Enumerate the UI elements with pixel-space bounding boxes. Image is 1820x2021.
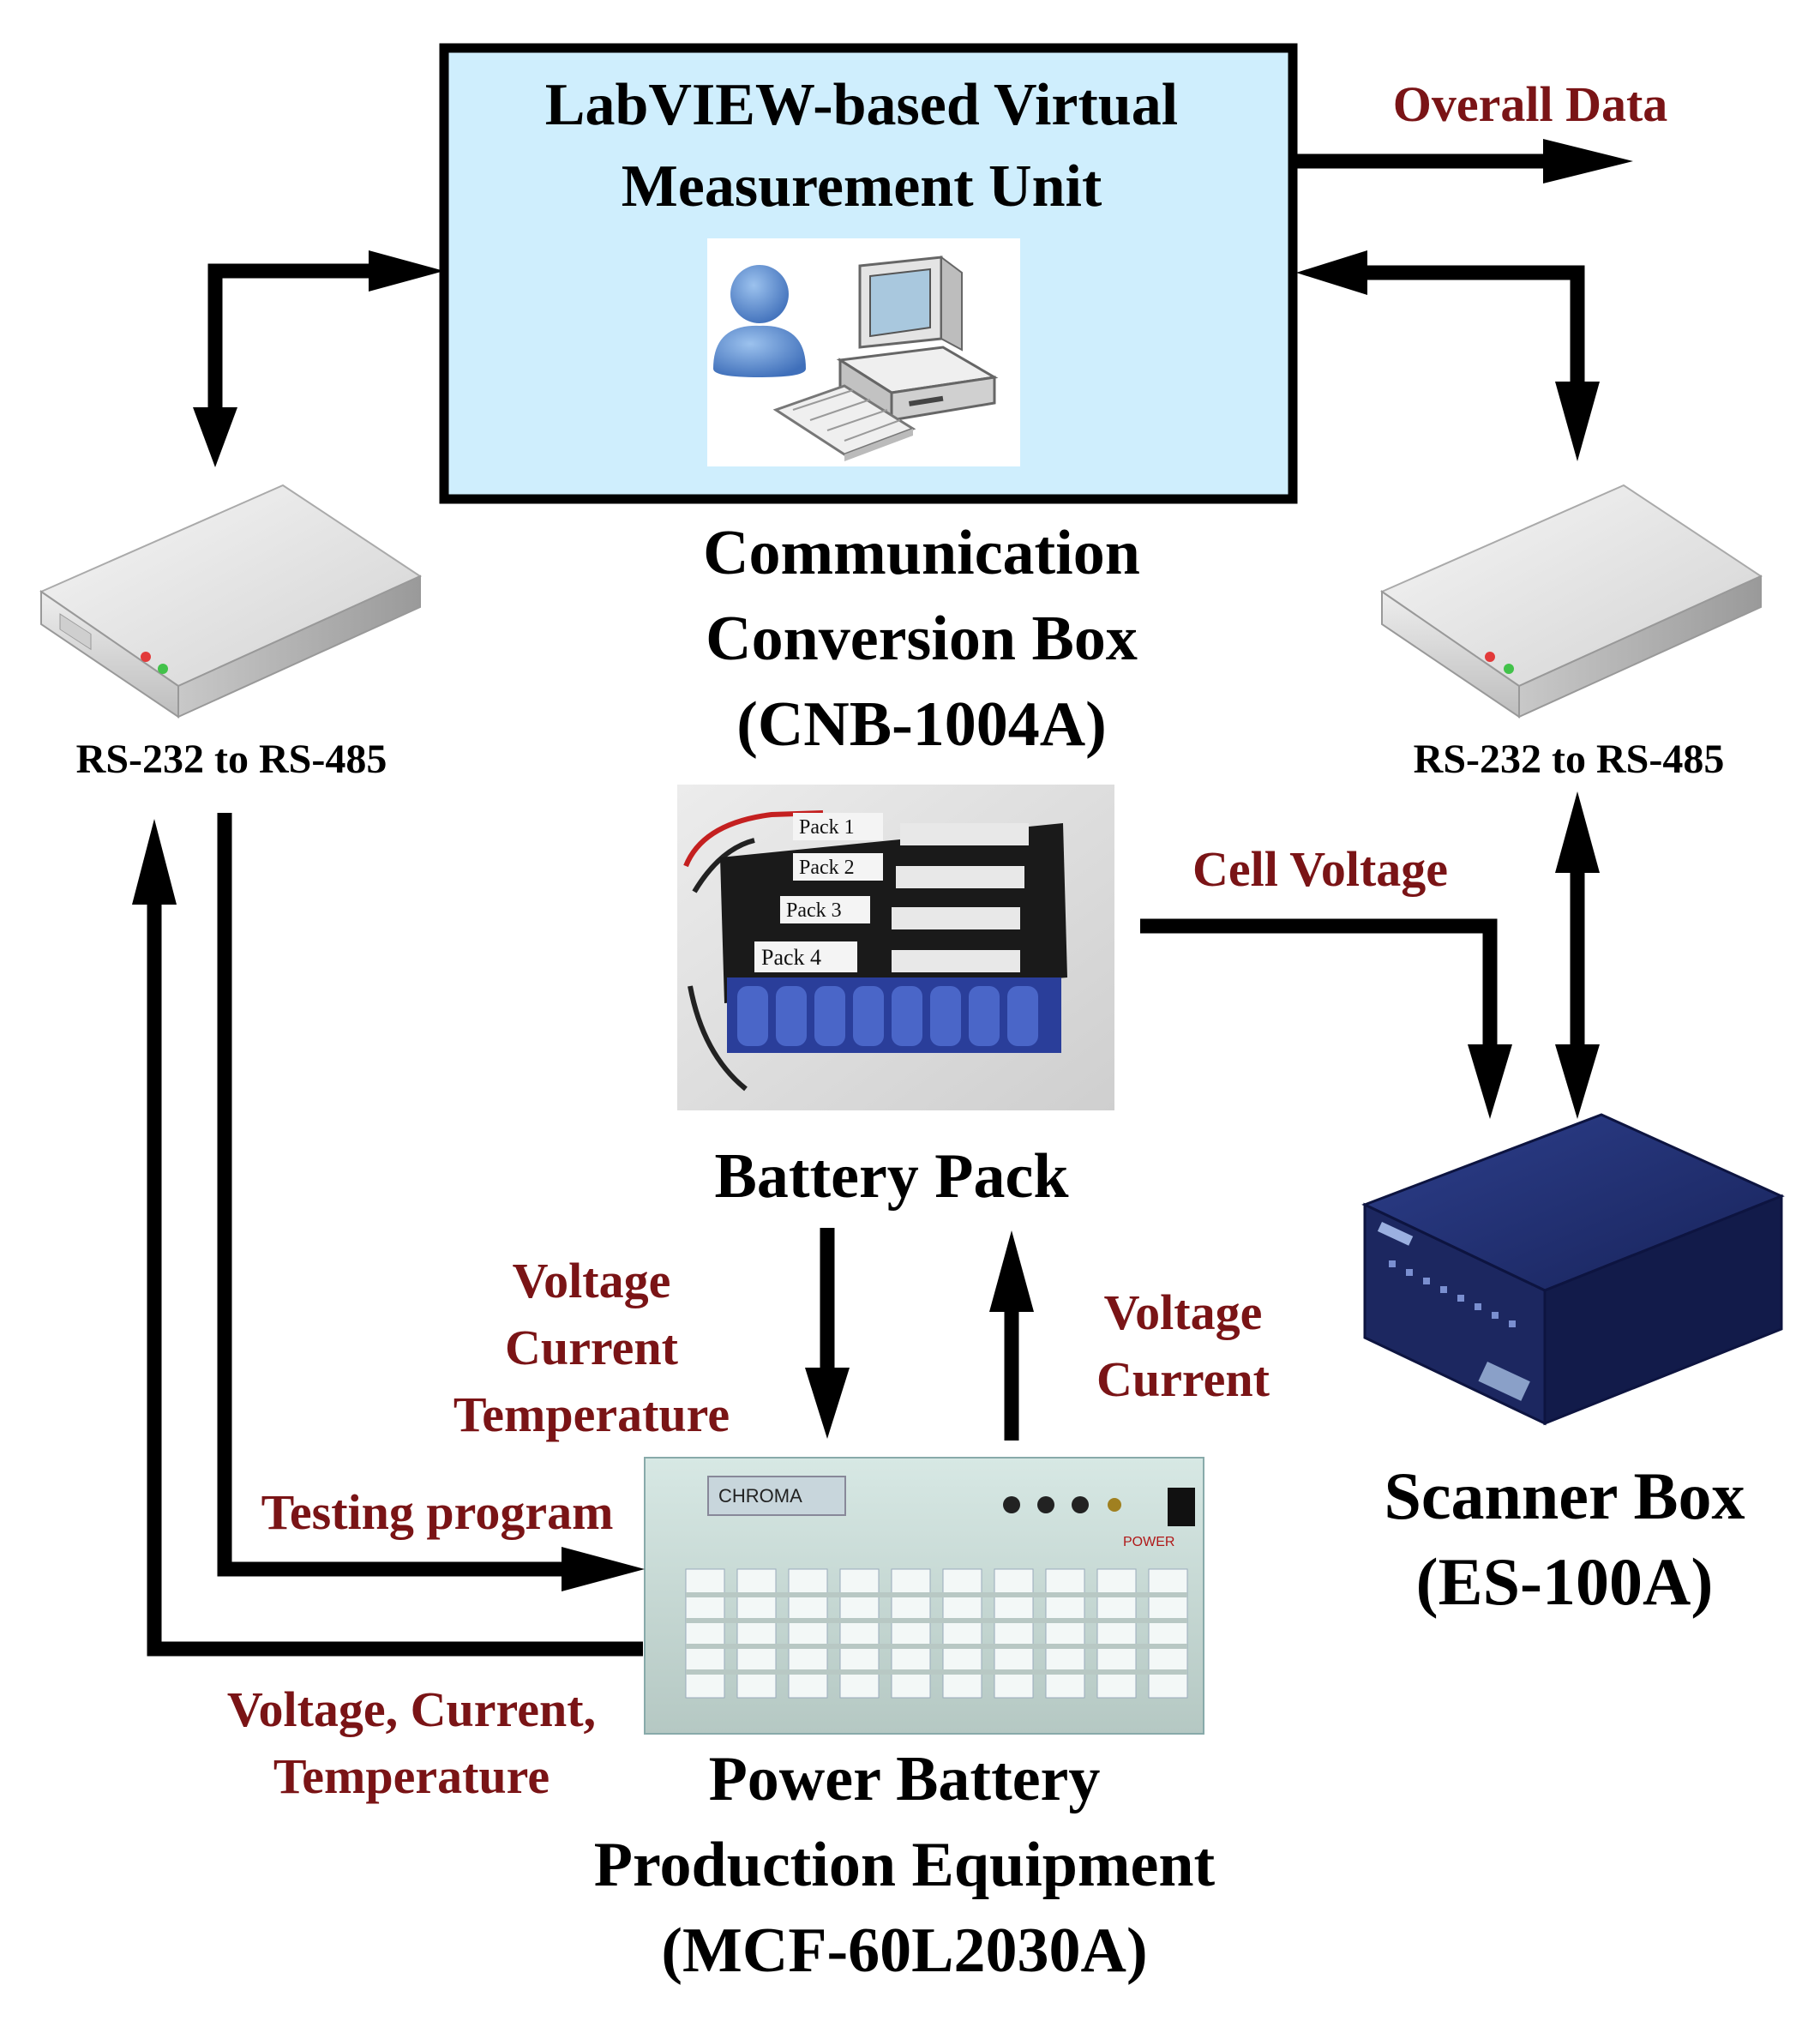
battery-pack-title: Battery Pack (714, 1141, 1069, 1212)
labview-title-line2: Measurement Unit (621, 153, 1102, 220)
pack-label-4: Pack 4 (754, 941, 857, 972)
svg-text:Pack 1: Pack 1 (799, 816, 855, 839)
comm-box-title: Communication Conversion Box (CNB-1004A) (600, 510, 1243, 767)
power-equipment-line1: Power Battery (708, 1744, 1101, 1814)
labview-unit-title: LabVIEW-based Virtual Measurement Unit (446, 64, 1277, 227)
labview-title-line1: LabVIEW-based Virtual (544, 72, 1179, 138)
feedback-line2: Temperature (273, 1748, 550, 1804)
comm-box-line3: (CNB-1004A) (736, 689, 1107, 760)
overall-data-label: Overall Data (1392, 76, 1668, 132)
labview-unit-box (439, 43, 1298, 504)
svg-text:Pack 3: Pack 3 (786, 899, 842, 922)
user-icon (713, 265, 806, 377)
svg-text:CHROMA: CHROMA (718, 1485, 802, 1507)
svg-text:Pack 4: Pack 4 (761, 945, 821, 970)
power-equipment-title: Power Battery Production Equipment (MCF-… (532, 1736, 1277, 1994)
up-flow-line2: Current (1096, 1351, 1270, 1407)
converter-left-device (39, 484, 423, 719)
battery-pack-photo: Pack 1 Pack 2 Pack 3 Pack 4 (677, 785, 1114, 1110)
testing-program-label: Testing program (261, 1484, 614, 1540)
arrow-lines (147, 153, 1585, 1657)
svg-text:POWER: POWER (1123, 1535, 1174, 1549)
pack-label-1: Pack 1 (793, 813, 883, 840)
down-flow-label: Voltage Current Temperature (403, 1248, 780, 1448)
converter-left-label: RS-232 to RS-485 (75, 737, 387, 782)
comm-box-line1: Communication (703, 518, 1140, 588)
down-flow-line2: Current (505, 1320, 678, 1375)
converter-right-device (1379, 484, 1763, 719)
pack-label-2: Pack 2 (793, 853, 883, 881)
power-equipment-line3: (MCF-60L2030A) (661, 1916, 1148, 1986)
feedback-label: Voltage, Current, Temperature (189, 1676, 634, 1810)
scanner-box-title: Scanner Box (ES-100A) (1337, 1453, 1792, 1625)
scanner-box-line2: (ES-100A) (1415, 1544, 1714, 1619)
down-flow-line3: Temperature (453, 1386, 730, 1442)
keyboard-icon (772, 384, 916, 461)
computer-icon (836, 256, 999, 423)
power-equipment-line2: Production Equipment (593, 1830, 1216, 1900)
cell-voltage-label: Cell Voltage (1192, 841, 1449, 897)
up-flow-label: Voltage Current (1054, 1279, 1312, 1413)
arrow-heads (132, 139, 1633, 1591)
power-equipment-photo: CHROMA POWER (644, 1457, 1204, 1735)
scanner-box-line1: Scanner Box (1384, 1459, 1745, 1533)
feedback-line1: Voltage, Current, (226, 1681, 597, 1737)
comm-box-line2: Conversion Box (706, 604, 1138, 674)
pack-label-3: Pack 3 (780, 896, 870, 923)
down-flow-line1: Voltage (512, 1253, 671, 1308)
up-flow-line1: Voltage (1103, 1284, 1263, 1340)
converter-right-label: RS-232 to RS-485 (1413, 737, 1725, 782)
scanner-box-device (1361, 1113, 1785, 1426)
svg-text:Pack 2: Pack 2 (799, 857, 855, 879)
